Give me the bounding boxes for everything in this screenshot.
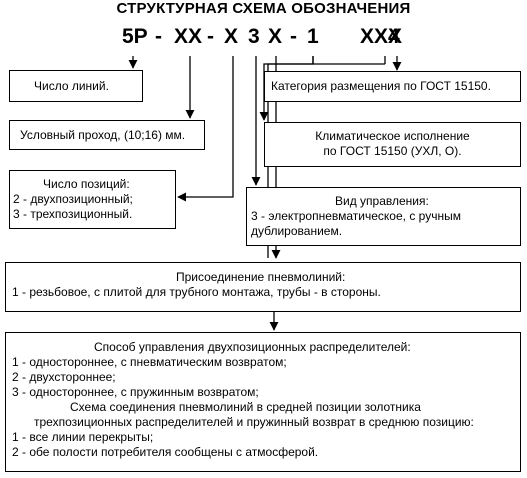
positions-option-2: 2 - двухпозиционный; [13,192,133,206]
control-line-1: Вид управления: [335,194,429,208]
method-line-8: 2 - обе полости потребителя сообщены с а… [12,445,319,459]
method-line-3: 2 - двухстороннее; [12,370,116,384]
arrow-to-positions [177,56,234,202]
passage-text: Условный проход, (10;16) мм. [20,128,186,142]
code-passage: XX [174,25,203,48]
method-line-7: 1 - все линии перекрыты; [12,430,154,444]
box-passage: Условный проход, (10;16) мм. [9,120,205,150]
code-positions: X [224,25,239,48]
connection-line-1: Присоединение пневмолиний: [176,270,346,284]
method-line-2: 1 - одностороннее, с пневматическим возв… [12,355,287,369]
code-climate: XXX [360,25,403,48]
method-line-6: трехпозиционных распределителей и пружин… [34,415,474,429]
code-method: 1 [307,25,319,48]
box-connection: Присоединение пневмолиний: 1 - резьбовое… [5,262,521,312]
control-line-2: 3 - электропневматическое, с ручным [251,209,461,223]
box-control: Вид управления: 3 - электропневматическо… [246,187,521,246]
positions-option-3: 3 - трехпозиционный. [13,207,133,221]
code-placement: 4 [388,25,400,48]
box-positions: Число позиций: 2 - двухпозиционный; 3 - … [9,170,176,229]
code-control: 3 [248,25,260,48]
climate-line-1: Климатическое исполнение [315,129,470,143]
method-line-5: Схема соединения пневмолиний в средней п… [70,400,421,414]
box-placement: Категория размещения по ГОСТ 15150. [264,71,521,102]
box-lines-count: Число линий. [9,70,143,102]
code-connection: X [268,25,283,48]
diagram-title: СТРУКТУРНАЯ СХЕМА ОБОЗНАЧЕНИЯ [116,0,411,17]
box-climate: Климатическое исполнение по ГОСТ 15150 (… [264,122,521,167]
lines-count-text: Число линий. [34,79,109,93]
climate-line-2: по ГОСТ 15150 (УХЛ, О). [323,144,462,158]
control-line-3: дублированием. [251,224,343,238]
connection-line-2: 1 - резьбовое, с плитой для трубного мон… [12,285,381,299]
code-dash-2: - [207,25,214,48]
method-line-1: Способ управления двухпозиционных распре… [94,340,411,354]
code-dash-3: - [290,25,297,48]
code-dash-1: - [155,25,162,48]
code-series: 5Р [122,25,148,48]
method-line-4: 3 - одностороннее, с пружинным возвратом… [12,385,259,399]
placement-text: Категория размещения по ГОСТ 15150. [271,79,491,93]
positions-heading: Число позиций: [43,177,130,191]
box-method: Способ управления двухпозиционных распре… [5,332,521,472]
